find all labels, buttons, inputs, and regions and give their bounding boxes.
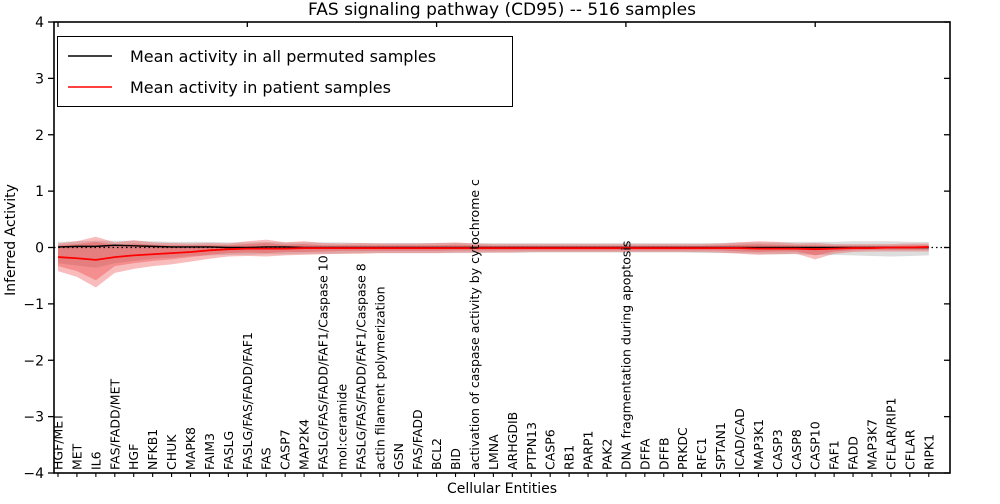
x-tick-label: MAP3K7	[864, 419, 879, 470]
patient-samples-range-inner-band	[58, 241, 929, 281]
y-tick-label: −4	[23, 466, 44, 482]
x-tick-label: mol:ceramide	[334, 384, 349, 470]
x-tick-label: MAP2K4	[297, 419, 312, 470]
x-tick-label: PTPN13	[524, 422, 539, 470]
y-tick-label: −3	[23, 410, 44, 426]
legend-label-patient: Mean activity in patient samples	[130, 77, 391, 97]
y-axis-label: Inferred Activity	[3, 184, 19, 296]
x-tick-label: RFC1	[694, 437, 709, 470]
patient-mean-line	[57, 246, 929, 261]
x-tick-label: ICAD/CAD	[732, 408, 747, 470]
patient-samples-range-outer-band	[58, 236, 929, 288]
x-tick-label: MET	[69, 443, 84, 470]
x-tick-label: CASP8	[789, 429, 804, 470]
x-tick-label: PAK2	[599, 439, 614, 470]
y-tick-label: 1	[35, 184, 44, 200]
band-layer	[58, 236, 929, 288]
x-tick-label: CASP7	[278, 429, 293, 470]
x-tick-label: GSN	[391, 443, 406, 470]
x-tick-label: DFFB	[656, 437, 671, 470]
x-tick-label: ARHGDIB	[505, 412, 520, 470]
x-tick-label: actin filament polymerization	[372, 286, 387, 470]
x-tick-label: LMNA	[486, 434, 501, 470]
y-tick-label: 3	[35, 71, 44, 87]
axis-layer	[48, 21, 951, 477]
chart-title: FAS signaling pathway (CD95) -- 516 samp…	[308, 0, 696, 20]
x-tick-label: CHUK	[164, 434, 179, 470]
x-tick-label: NFKB1	[145, 429, 160, 470]
x-tick-label: FAS/FADD/MET	[107, 379, 122, 470]
permuted-line-swatch	[68, 55, 112, 57]
x-tick-label: RIPK1	[921, 434, 936, 470]
x-tick-label: DFFA	[637, 438, 652, 470]
patient-line-swatch	[68, 86, 112, 88]
x-tick-label: FASLG/FAS/FADD/FAF1	[240, 332, 255, 470]
x-tick-label: MAP3K1	[751, 419, 766, 470]
legend-label-permuted: Mean activity in all permuted samples	[130, 46, 437, 66]
y-tick-label: 4	[35, 15, 44, 31]
x-tick-label: DNA fragmentation during apoptosis	[618, 241, 633, 470]
x-tick-label: FAIM3	[202, 433, 217, 470]
x-tick-label: FASLG/FAS/FADD/FAF1/Caspase 10	[316, 255, 331, 470]
line-layer	[54, 244, 950, 261]
x-tick-label: SPTAN1	[713, 422, 728, 470]
x-tick-label: PARP1	[581, 431, 596, 470]
x-tick-label: PRKDC	[675, 427, 690, 470]
x-tick-label: FADD	[846, 436, 861, 470]
x-tick-label: FAS/FADD	[410, 409, 425, 470]
legend-item-patient: Mean activity in patient samples	[68, 75, 502, 99]
x-tick-label: activation of caspase activity by cytoch…	[467, 179, 482, 470]
legend-item-permuted: Mean activity in all permuted samples	[68, 44, 502, 68]
y-tick-label: 0	[35, 241, 44, 257]
y-tick-label: −1	[23, 297, 44, 313]
x-tick-label: FAF1	[827, 440, 842, 470]
legend: Mean activity in all permuted samples Me…	[57, 36, 513, 107]
y-tick-label: 2	[35, 128, 44, 144]
x-tick-label: FASLG/FAS/FADD/FAF1/Caspase 8	[353, 263, 368, 470]
x-tick-label: MAPK8	[183, 427, 198, 470]
x-tick-label: CFLAR	[902, 429, 917, 470]
x-tick-label: CASP3	[770, 429, 785, 470]
x-tick-label: HGF	[126, 444, 141, 470]
x-tick-label: RB1	[562, 445, 577, 470]
x-tick-label: CASP10	[808, 421, 823, 470]
x-tick-label: BID	[448, 448, 463, 470]
x-tick-label: FAS	[259, 447, 274, 470]
x-axis-label: Cellular Entities	[447, 481, 557, 497]
x-tick-label: FASLG	[221, 431, 236, 470]
x-tick-label: CASP6	[543, 429, 558, 470]
x-tick-label: CFLAR/RIP1	[883, 398, 898, 470]
y-tick-label: −2	[23, 353, 44, 369]
x-tick-label: HGF/MET	[51, 413, 66, 470]
x-tick-label: IL6	[88, 451, 103, 470]
x-tick-label: BCL2	[429, 438, 444, 470]
